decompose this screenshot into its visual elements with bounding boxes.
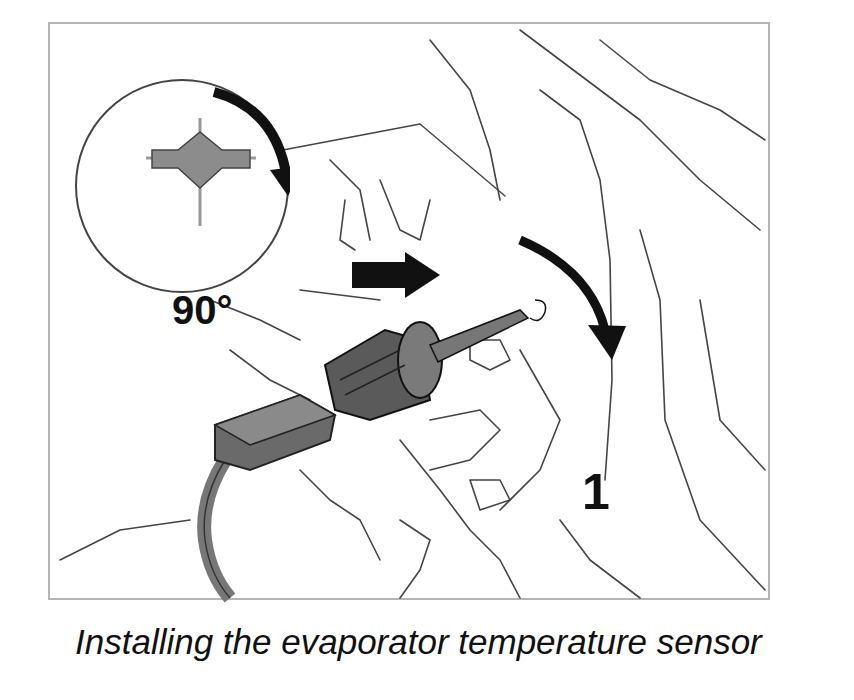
- rotation-arrow: [214, 92, 286, 173]
- inset-circle-outline: [76, 80, 288, 292]
- key-symbol: [152, 132, 250, 188]
- inset-outline: [74, 78, 290, 294]
- angle-label: 90°: [172, 288, 233, 333]
- key-symbol: [146, 118, 256, 226]
- inset-circle: 90°: [74, 78, 290, 294]
- rotation-arrow: [270, 166, 290, 196]
- figure-caption: Installing the evaporator temperature se…: [75, 622, 762, 662]
- callout-number: 1: [582, 463, 610, 521]
